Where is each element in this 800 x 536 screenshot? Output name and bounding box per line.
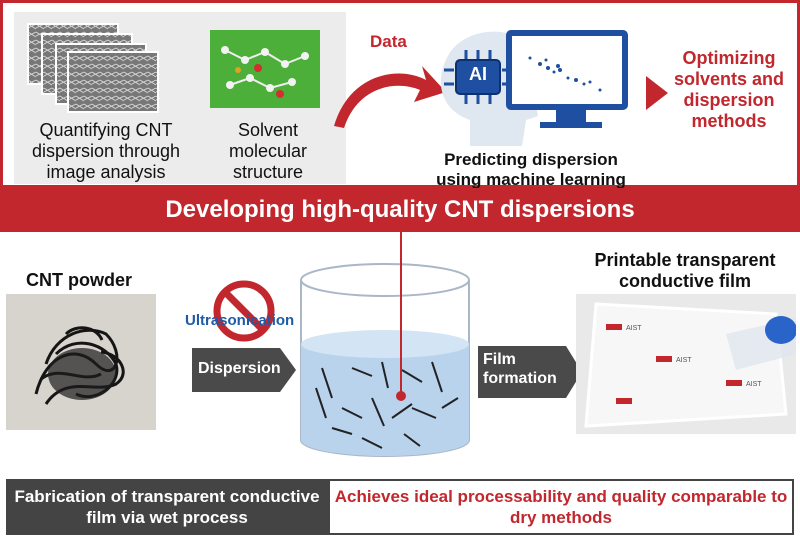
- beaker: [300, 263, 470, 457]
- film-formation-label: Film formation: [483, 351, 557, 387]
- ai-illustration: [440, 30, 628, 146]
- svg-text:AIST: AIST: [626, 325, 642, 332]
- data-label: Data: [370, 32, 407, 51]
- dispersion-arrow: [192, 348, 296, 392]
- molecular-structure-label: Solvent molecular structure: [228, 120, 308, 182]
- molecule-image: [210, 30, 320, 108]
- cnt-powder-label: CNT powder: [26, 270, 132, 290]
- cnt-powder-photo: [6, 294, 156, 430]
- sem-image-stack: [27, 23, 159, 113]
- svg-text:AIST: AIST: [676, 357, 692, 364]
- film-photo: AIST AIST AIST: [576, 294, 796, 434]
- bottom-left-summary: Fabrication of transparent conductive fi…: [6, 479, 328, 535]
- dispersion-label: Dispersion: [198, 360, 281, 377]
- film-formation-arrow: [478, 346, 582, 398]
- optimize-label: Optimizing solvents and dispersion metho…: [673, 48, 785, 131]
- prediction-link-line: [396, 232, 406, 401]
- sem-image-4: [67, 51, 159, 113]
- ai-chip-label: AI: [469, 64, 487, 84]
- no-ultrasonication-icon: [213, 280, 275, 342]
- bottom-right-summary: Achieves ideal processability and qualit…: [328, 479, 794, 535]
- ml-label: Predicting dispersion using machine lear…: [436, 150, 626, 189]
- image-analysis-label: Quantifying CNT dispersion through image…: [31, 120, 181, 182]
- printable-film-label: Printable transparent conductive film: [594, 250, 776, 291]
- ultrasonication-label: Ultrasonication: [185, 312, 295, 329]
- data-arrow: [334, 66, 446, 128]
- banner: Developing high-quality CNT dispersions: [0, 188, 800, 232]
- svg-text:AIST: AIST: [746, 381, 762, 388]
- result-triangle: [646, 76, 668, 110]
